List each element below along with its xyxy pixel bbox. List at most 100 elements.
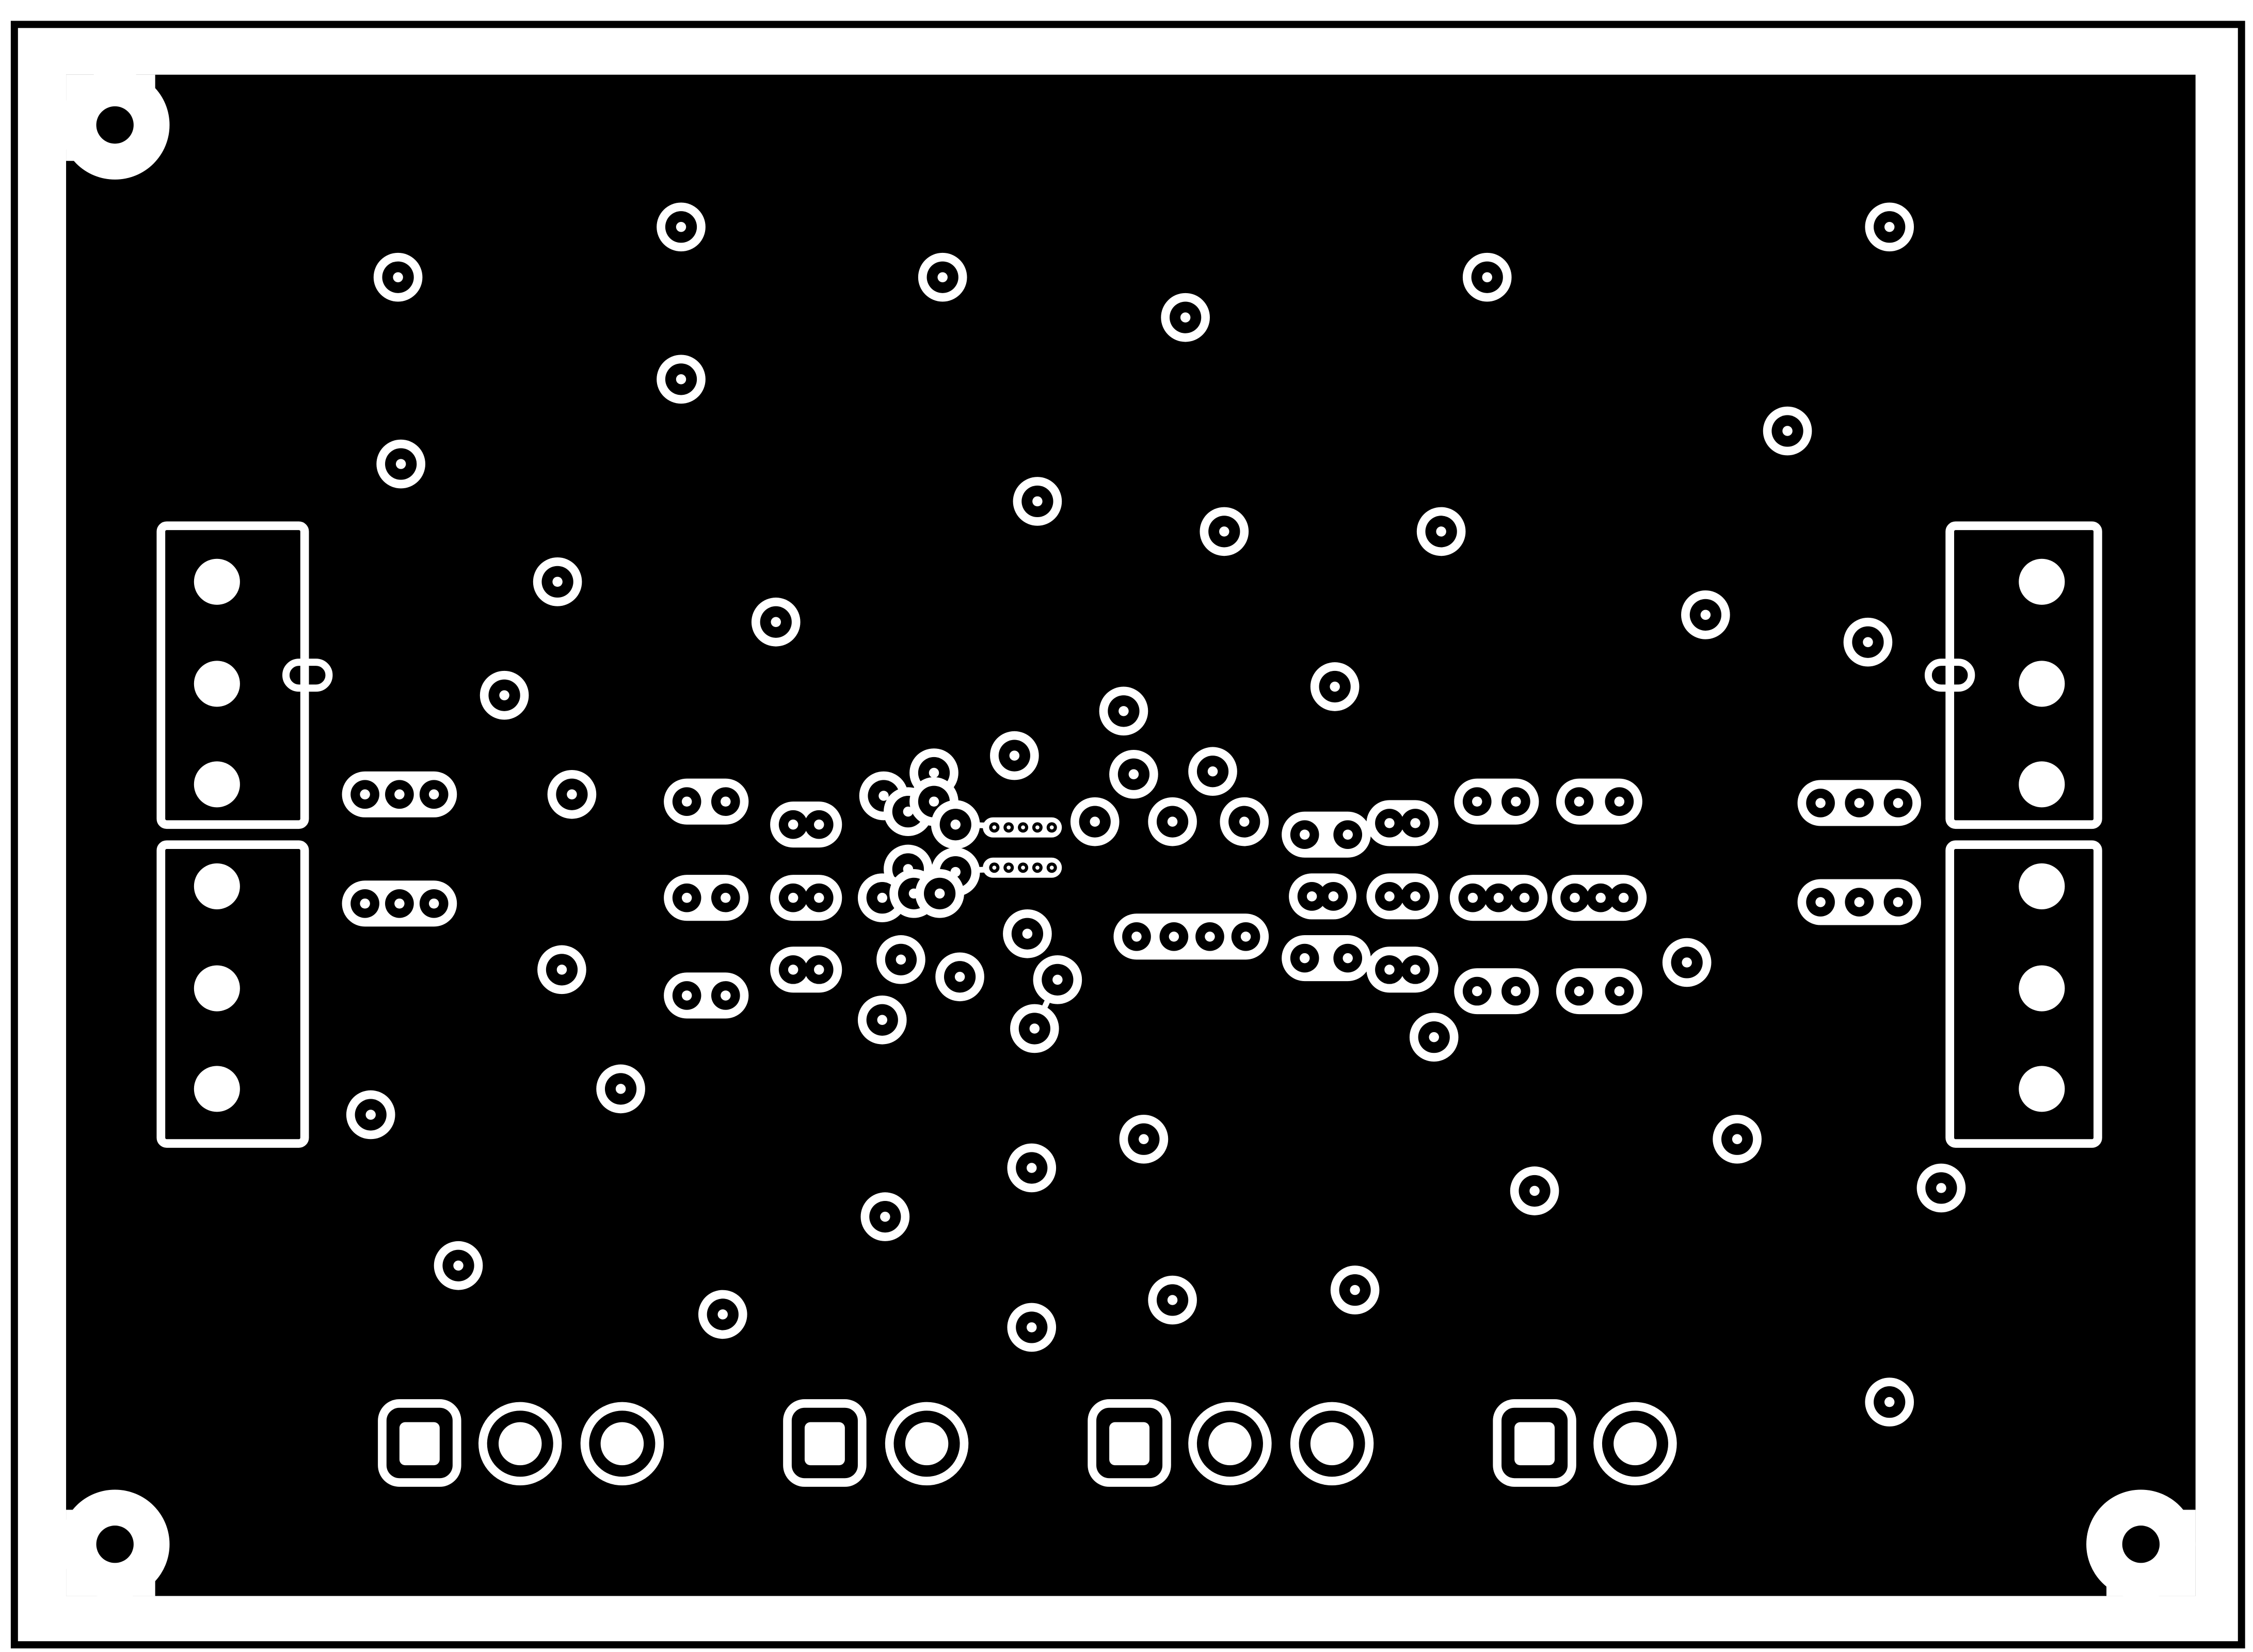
round-pad-icon bbox=[194, 965, 240, 1012]
via-icon bbox=[1007, 1303, 1057, 1352]
pad-drill bbox=[1574, 796, 1585, 807]
pad-drill bbox=[428, 899, 439, 909]
via-drill bbox=[1436, 526, 1446, 537]
pad-drill bbox=[1299, 953, 1310, 964]
pad-drill bbox=[1240, 932, 1251, 942]
pad-drill bbox=[1472, 796, 1482, 807]
pad-drill bbox=[1815, 897, 1826, 907]
via-drill bbox=[365, 1110, 376, 1120]
pad-drill bbox=[1618, 892, 1629, 903]
via-drill bbox=[453, 1260, 464, 1271]
square-pad-fill bbox=[399, 1422, 440, 1466]
square-pad-icon bbox=[1088, 1399, 1171, 1487]
via-icon bbox=[857, 995, 907, 1045]
via-drill bbox=[615, 1084, 626, 1094]
via-drill bbox=[1429, 1032, 1439, 1042]
via-drill bbox=[1128, 769, 1139, 780]
via-drill bbox=[1863, 637, 1873, 647]
connector-left-lower bbox=[156, 840, 309, 1148]
round-pad-icon bbox=[194, 558, 240, 605]
connector-right-lower bbox=[1945, 840, 2102, 1148]
pad-drill bbox=[681, 892, 692, 903]
mounting-hole-icon bbox=[2122, 1526, 2160, 1563]
square-pad-fill bbox=[804, 1422, 845, 1466]
round-pad-icon bbox=[2019, 558, 2065, 605]
round-pad-fill bbox=[1613, 1422, 1657, 1466]
pad-drill bbox=[1384, 965, 1395, 975]
via-drill bbox=[1180, 312, 1191, 323]
round-pad-icon bbox=[2019, 965, 2065, 1012]
via-icon bbox=[698, 1290, 747, 1339]
pad-drill bbox=[788, 965, 798, 975]
pad-drill bbox=[360, 899, 370, 909]
pad-drill bbox=[1854, 798, 1864, 808]
pad-drill bbox=[721, 990, 731, 1001]
via-icon bbox=[657, 355, 706, 404]
pad-drill bbox=[788, 892, 798, 903]
round-pad-icon bbox=[194, 863, 240, 909]
square-pad-icon bbox=[378, 1399, 461, 1487]
round-pad-fill bbox=[600, 1422, 644, 1466]
via-icon bbox=[1916, 1163, 1966, 1213]
via-drill bbox=[877, 892, 887, 903]
pad-drill bbox=[788, 819, 798, 830]
via-icon bbox=[1462, 252, 1512, 302]
connector-right bbox=[1945, 521, 2102, 1148]
pad-drill bbox=[1006, 825, 1011, 830]
via-drill bbox=[1682, 957, 1692, 968]
pad-drill bbox=[681, 990, 692, 1001]
via-icon bbox=[657, 202, 706, 252]
via-drill bbox=[1029, 1023, 1040, 1034]
mounting-hole-icon bbox=[96, 106, 134, 144]
via-icon bbox=[480, 670, 529, 720]
pad-drill bbox=[1169, 932, 1179, 942]
round-pad-icon bbox=[2019, 863, 2065, 909]
via-drill bbox=[954, 972, 965, 982]
via-drill bbox=[1936, 1183, 1946, 1193]
via-drill bbox=[1052, 974, 1063, 985]
via-drill bbox=[567, 789, 577, 800]
pad-drill bbox=[1614, 796, 1625, 807]
via-icon bbox=[1099, 686, 1148, 736]
via-icon bbox=[935, 952, 984, 1002]
via-drill bbox=[903, 806, 914, 817]
pad-drill bbox=[1306, 891, 1317, 902]
connector-left-key bbox=[282, 659, 333, 692]
via-drill bbox=[1330, 681, 1340, 692]
pad-drill bbox=[394, 899, 405, 909]
bottom-terminals bbox=[378, 1399, 1677, 1487]
pad-drill bbox=[1384, 891, 1395, 902]
pad-drill bbox=[1328, 891, 1339, 902]
via-drill bbox=[877, 1015, 887, 1025]
round-pad-icon bbox=[478, 1402, 562, 1486]
pad-drill bbox=[360, 789, 370, 800]
round-pad-icon bbox=[1188, 1402, 1272, 1486]
via-drill bbox=[1482, 272, 1492, 282]
pad-drill bbox=[1021, 825, 1025, 830]
copper-pour bbox=[66, 74, 2196, 1596]
round-pad-icon bbox=[194, 1066, 240, 1112]
pad-drill bbox=[721, 892, 731, 903]
via-drill bbox=[1884, 1397, 1895, 1407]
via-drill bbox=[552, 576, 563, 587]
via-drill bbox=[1167, 816, 1178, 827]
via-icon bbox=[1713, 1114, 1762, 1164]
pad-drill bbox=[1472, 986, 1482, 997]
pad-drill bbox=[1343, 829, 1353, 840]
connector-right-upper bbox=[1945, 521, 2102, 829]
square-pad-fill bbox=[1514, 1422, 1555, 1466]
via-drill bbox=[1167, 1295, 1178, 1305]
via-icon bbox=[1148, 1275, 1197, 1325]
via-icon bbox=[1003, 909, 1052, 958]
via-drill bbox=[1700, 610, 1711, 620]
via-drill bbox=[499, 690, 509, 700]
via-icon bbox=[860, 1192, 910, 1241]
via-icon bbox=[1010, 1004, 1059, 1053]
pad-drill bbox=[814, 819, 824, 830]
via-drill bbox=[880, 1211, 890, 1222]
via-icon bbox=[931, 800, 980, 849]
via-drill bbox=[1207, 766, 1218, 777]
via-icon bbox=[1148, 797, 1197, 846]
via-icon bbox=[376, 439, 426, 489]
via-icon bbox=[1220, 797, 1269, 846]
